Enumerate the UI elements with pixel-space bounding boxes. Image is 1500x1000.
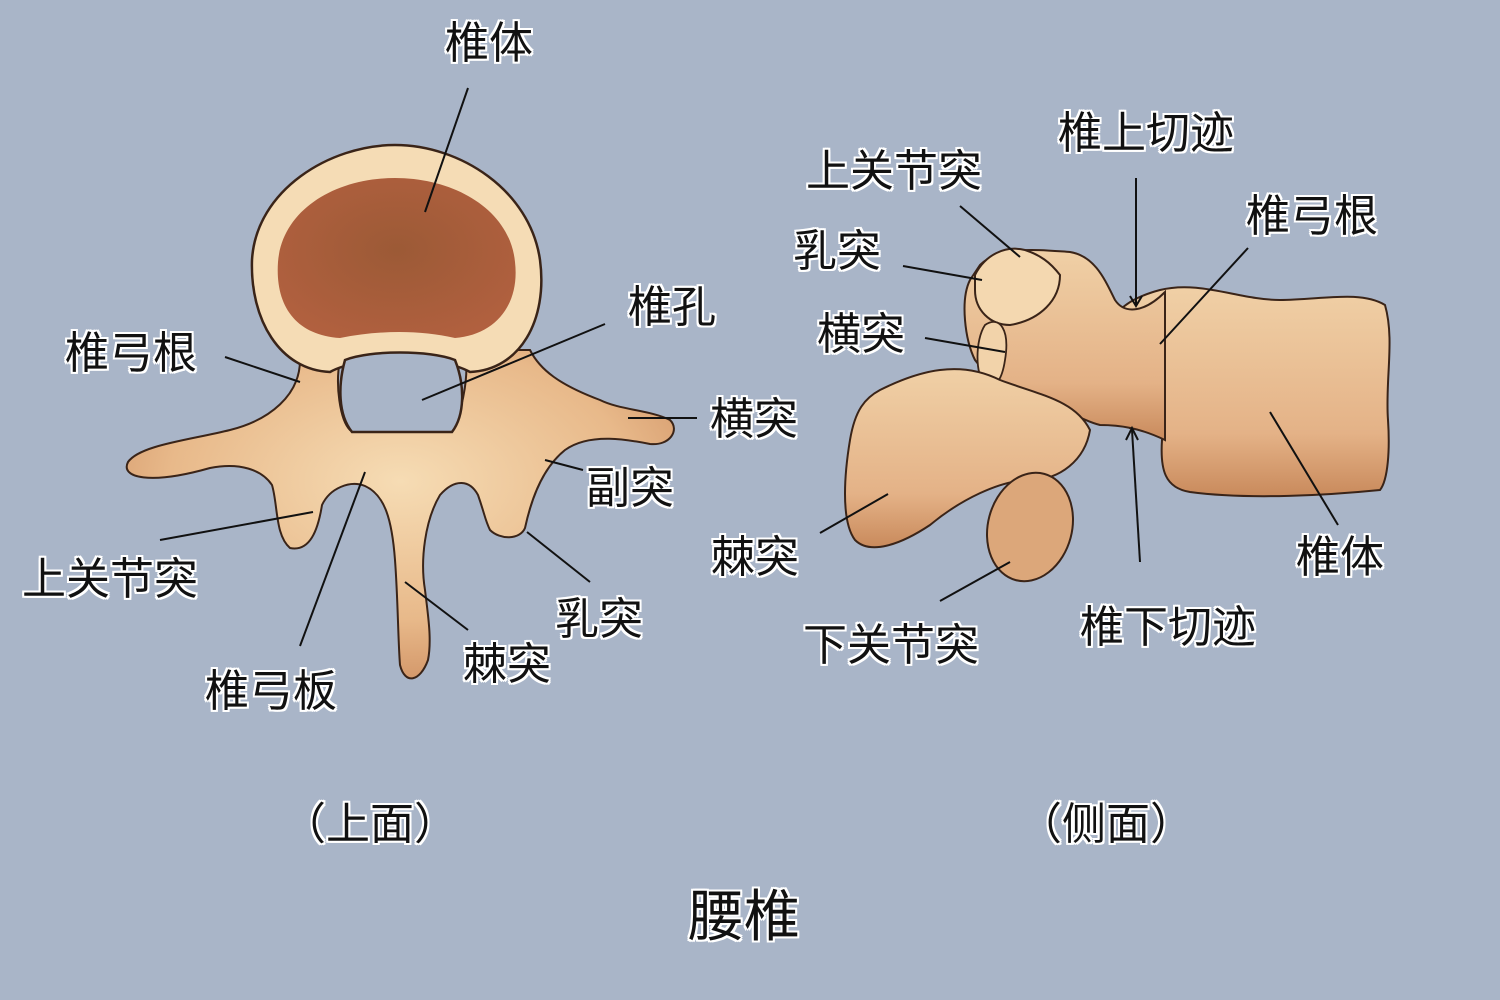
caption-lateral-view: （侧面） <box>1018 799 1194 850</box>
label-superior-accessory-process: 副突 <box>586 463 674 514</box>
label-lateral-mammillary-process: 乳突 <box>793 226 881 277</box>
lateral-spinous-shape <box>844 368 1092 549</box>
lateral-inf-articular-shape <box>986 471 1074 583</box>
superior-leader-lines <box>159 87 697 647</box>
label-superior-superior-articular-process: 上关节突 <box>22 554 198 605</box>
vertebral-body-cancellous <box>277 178 516 338</box>
label-superior-vertebral-body: 椎体 <box>445 18 533 69</box>
figure-title: 腰椎 <box>688 885 800 950</box>
label-lateral-superior-articular-process: 上关节突 <box>806 146 982 197</box>
caption-superior-view: （上面） <box>282 799 458 850</box>
label-superior-mammillary-process: 乳突 <box>555 594 643 645</box>
lateral-leader-lines <box>819 178 1339 602</box>
vertebral-foramen-shape <box>339 351 464 434</box>
label-lateral-vertebral-body: 椎体 <box>1296 532 1384 583</box>
label-lateral-spinous-process: 棘突 <box>711 532 799 583</box>
label-superior-transverse-process: 横突 <box>710 394 798 445</box>
label-superior-pedicle: 椎弓根 <box>65 328 197 379</box>
lateral-view-vertebra <box>844 247 1391 583</box>
lateral-sup-articular-shape <box>974 247 1062 327</box>
label-lateral-inferior-articular-process: 下关节突 <box>803 620 979 671</box>
label-lateral-inferior-vertebral-notch: 椎下切迹 <box>1080 602 1256 653</box>
label-lateral-pedicle: 椎弓根 <box>1246 191 1378 242</box>
vertebral-arch-shape <box>125 349 675 680</box>
label-lateral-transverse-process: 横突 <box>817 309 905 360</box>
label-superior-spinous-process: 棘突 <box>463 639 551 690</box>
label-superior-vertebral-foramen: 椎孔 <box>628 282 716 333</box>
superior-view-vertebra <box>125 143 675 680</box>
label-lateral-superior-vertebral-notch: 椎上切迹 <box>1058 108 1234 159</box>
label-superior-lamina: 椎弓板 <box>205 666 337 717</box>
